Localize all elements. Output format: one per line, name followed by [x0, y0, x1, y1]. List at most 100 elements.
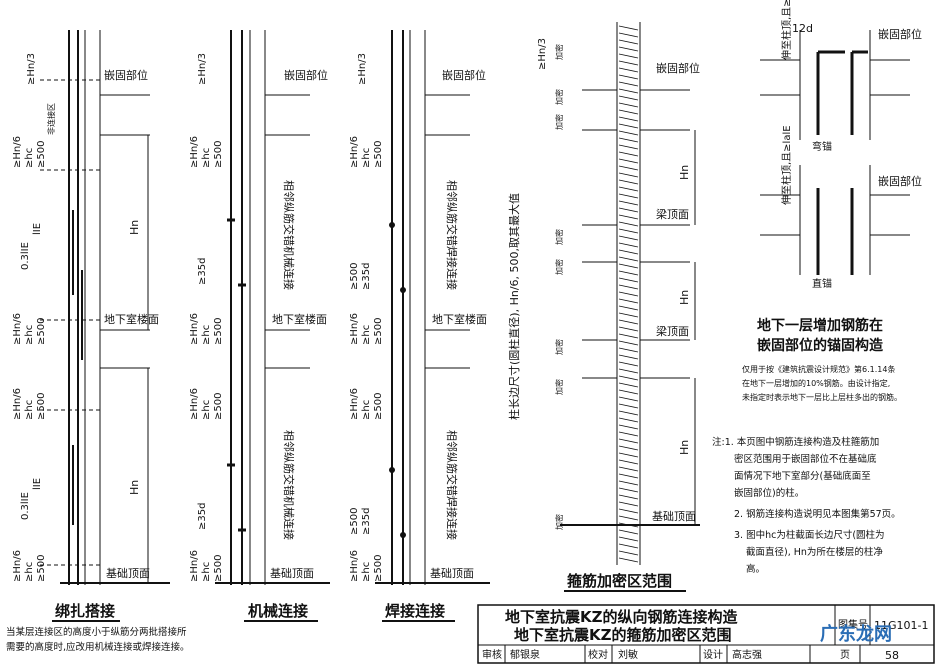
anchor-title-1: 地下一层增加钢筋在 — [757, 317, 883, 334]
title-1: 地下室抗震KZ的纵向钢筋连接构造 — [505, 608, 738, 626]
hc-label-w: ≥hc — [361, 148, 372, 168]
straight-anchor-label: 直锚 — [812, 277, 832, 290]
stirrup-line — [618, 298, 639, 304]
d500-label-w1: ≥500 — [349, 263, 360, 290]
lap-splice-panel: Hn Hn ≥Hn/3 ≥Hn/6 ≥hc ≥500 非连接区 0.3lIE l… — [12, 30, 170, 622]
hn6-label-m: ≥Hn/6 — [189, 136, 200, 168]
mechanical-splice-panel: ≥Hn/3 ≥Hn/6 ≥hc ≥500 ≥35d ≥Hn/6 ≥hc ≥500… — [189, 30, 330, 622]
stirrup-line — [618, 235, 639, 241]
hn-label: Hn — [128, 220, 141, 235]
lle2-label: lIE — [32, 223, 43, 235]
stirrup-line — [618, 487, 639, 493]
hc-label-m2: ≥hc — [201, 325, 212, 345]
hc-label-w3: ≥hc — [361, 400, 372, 420]
stirrup-line — [618, 228, 639, 234]
designer: 高志强 — [732, 648, 762, 661]
hn6-label-m3: ≥Hn/6 — [189, 388, 200, 420]
design-label: 设计 — [703, 648, 723, 661]
stagger-weld-label: 相邻纵筋交错焊接连接 — [445, 180, 459, 290]
bottom-note-1: 当某层连接区的高度小于纵筋分两批搭接所 — [6, 626, 187, 638]
page-no: 58 — [885, 649, 899, 662]
stirrup-line — [618, 354, 639, 360]
d500-label-2: ≥500 — [36, 318, 47, 345]
hn3-label: ≥Hn/3 — [26, 53, 37, 85]
stirrup-line — [618, 424, 639, 430]
stirrup-line — [618, 326, 639, 332]
stirrup-line — [618, 375, 639, 381]
stirrup-line — [618, 431, 639, 437]
bottom-note-2: 需要的高度时,应改用机械连接或焊接连接。 — [6, 641, 190, 653]
stirrup-line — [618, 144, 639, 150]
stirrup-line — [618, 88, 639, 94]
stirrup-line — [618, 438, 639, 444]
stirrup-line — [618, 25, 639, 31]
stirrup-caption: 箍筋加密区范围 — [567, 572, 672, 590]
stirrup-hn3: ≥Hn/3 — [537, 38, 548, 70]
stirrup-line — [618, 130, 639, 136]
foundation-top-label-m: 基础顶面 — [270, 567, 314, 580]
anchorage-detail: 12d 嵌固部位 伸至柱顶,且≥0.5labE 弯锚 嵌固部位 伸至柱顶,且≥l… — [742, 0, 922, 402]
stirrup-line — [618, 361, 639, 367]
hn6-label-w: ≥Hn/6 — [349, 136, 360, 168]
stirrup-line — [618, 53, 639, 59]
hn3-label-w: ≥Hn/3 — [357, 53, 368, 85]
stirrup-line — [618, 480, 639, 486]
d500-label-m: ≥500 — [213, 141, 224, 168]
note-1a: 注:1. 本页图中钢筋连接构造及柱箍筋加 — [712, 436, 879, 448]
anchor-note-3: 未指定时表示地下一层比上层柱多出的钢筋。 — [742, 392, 902, 402]
dense-4: 加密 — [554, 229, 564, 245]
dense-8: 加密 — [554, 514, 564, 530]
stirrup-line — [618, 312, 639, 318]
stirrup-line — [618, 466, 639, 472]
title-2: 地下室抗震KZ的箍筋加密区范围 — [514, 626, 732, 644]
foundation-top-label-s: 基础顶面 — [652, 510, 696, 523]
lle2-label-2: lIE — [32, 478, 43, 490]
embed-label-a: 嵌固部位 — [878, 27, 922, 41]
stirrup-line — [618, 368, 639, 374]
note-3a: 3. 图中hc为柱截面长边尺寸(圆柱为 — [734, 529, 885, 541]
basement-floor-label: 地下室楼面 — [104, 312, 159, 326]
d500-label-w: ≥500 — [373, 141, 384, 168]
checker: 刘敏 — [618, 648, 638, 661]
stirrup-line — [618, 123, 639, 129]
d35-label-w2: ≥35d — [361, 508, 372, 535]
d500-label-3: ≥500 — [36, 393, 47, 420]
d12-label: 12d — [792, 22, 813, 35]
stirrup-line — [618, 270, 639, 276]
stirrup-hn-3: Hn — [678, 440, 691, 455]
embed-label-w: 嵌固部位 — [442, 68, 486, 82]
dense-7: 加密 — [554, 379, 564, 395]
foundation-top-label: 基础顶面 — [106, 567, 150, 580]
hn6-label-m2: ≥Hn/6 — [189, 313, 200, 345]
stirrup-line — [618, 340, 639, 346]
d500-label-w2: ≥500 — [373, 318, 384, 345]
hc-label-w4: ≥hc — [361, 562, 372, 582]
note-3c: 高。 — [746, 563, 765, 575]
general-notes: 注:1. 本页图中钢筋连接构造及柱箍筋加 密区范围用于嵌固部位不在基础底 面情况… — [712, 436, 901, 575]
stirrup-line — [618, 319, 639, 325]
stirrup-line — [618, 95, 639, 101]
dense-1: 加密 — [554, 44, 564, 60]
hc-label-w2: ≥hc — [361, 325, 372, 345]
stirrup-line — [618, 557, 639, 563]
mech-caption: 机械连接 — [248, 602, 308, 620]
reviewer: 郁银泉 — [510, 648, 540, 661]
d500-label-m4: ≥500 — [213, 555, 224, 582]
anchor-title-2: 嵌固部位的锚固构造 — [757, 337, 883, 354]
stagger-weld-label-2: 相邻纵筋交错焊接连接 — [445, 430, 459, 540]
dense-6: 加密 — [554, 339, 564, 355]
anchor-label-2: 伸至柱顶,且≥lalE — [780, 125, 793, 205]
hc-label-m: ≥hc — [201, 148, 212, 168]
stirrup-line — [618, 102, 639, 108]
stirrup-line — [618, 410, 639, 416]
stirrup-line — [618, 200, 639, 206]
stirrup-zone-panel: Hn Hn Hn 加密 加密 加密 加密 加密 加密 加密 加密 ≥Hn/3 柱… — [507, 22, 700, 592]
stirrup-line — [618, 473, 639, 479]
basement-floor-label-w: 地下室楼面 — [432, 312, 487, 326]
note-2: 2. 钢筋连接构造说明见本图集第57页。 — [734, 508, 901, 520]
d500-label-w4: ≥500 — [349, 508, 360, 535]
weld-splice-panel: ≥Hn/3 ≥Hn/6 ≥hc ≥500 ≥500 ≥35d ≥Hn/6 ≥hc… — [349, 30, 490, 622]
title-block: 地下室抗震KZ的纵向钢筋连接构造 地下室抗震KZ的箍筋加密区范围 图集号 11G… — [477, 604, 935, 664]
d500-label-w5: ≥500 — [373, 555, 384, 582]
